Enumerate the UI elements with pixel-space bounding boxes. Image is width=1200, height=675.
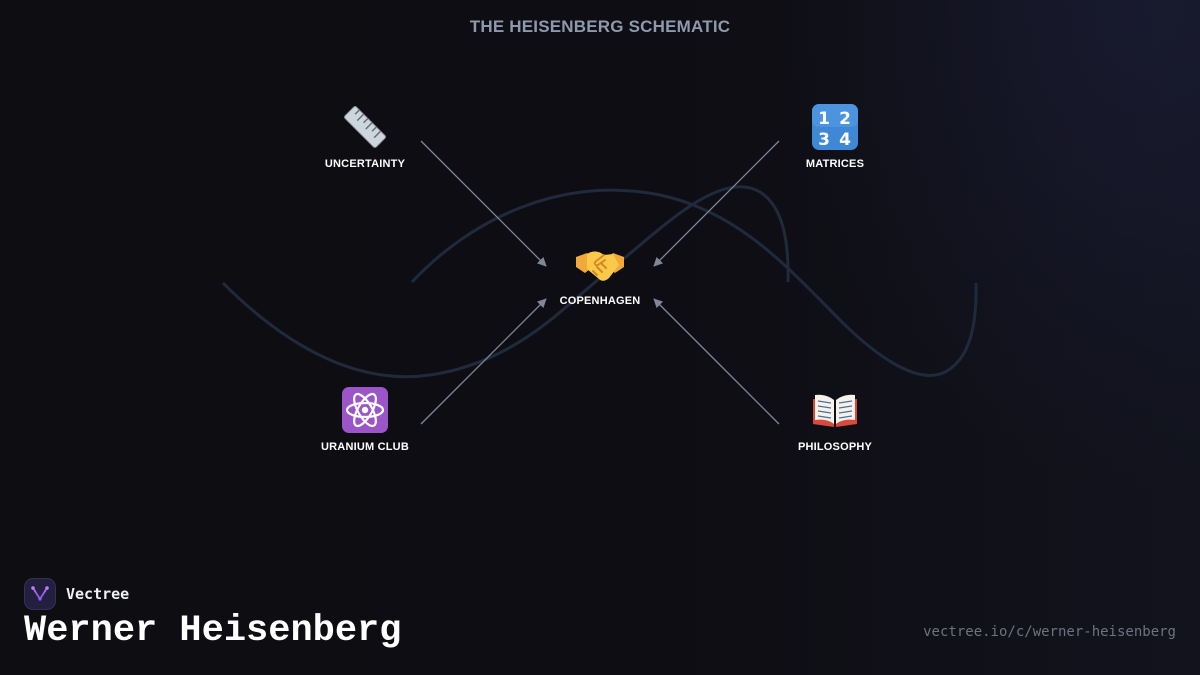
page-url[interactable]: vectree.io/c/werner-heisenberg bbox=[923, 624, 1176, 640]
brand[interactable]: Vectree bbox=[24, 577, 129, 611]
node-label: URANIUM CLUB bbox=[321, 441, 409, 453]
background-wave bbox=[221, 185, 790, 379]
node-matrices[interactable]: 1 2 3 4 MATRICES bbox=[745, 102, 925, 170]
node-label: COPENHAGEN bbox=[559, 295, 641, 307]
node-label: UNCERTAINTY bbox=[324, 158, 406, 170]
node-copenhagen[interactable]: COPENHAGEN bbox=[510, 245, 690, 307]
page-title: Werner Heisenberg bbox=[24, 610, 402, 652]
node-label: PHILOSOPHY bbox=[797, 441, 873, 453]
svg-text:2: 2 bbox=[839, 109, 851, 129]
background-wave bbox=[410, 188, 978, 377]
svg-text:3: 3 bbox=[818, 130, 830, 150]
handshake-icon bbox=[576, 251, 624, 281]
ruler-icon bbox=[344, 106, 386, 148]
diagram-title: THE HEISENBERG SCHEMATIC bbox=[469, 17, 731, 36]
node-philosophy[interactable]: PHILOSOPHY bbox=[745, 385, 925, 453]
vectree-logo-icon bbox=[24, 578, 56, 610]
edge-uncertainty-to-copenhagen bbox=[420, 140, 547, 267]
numbers-1234-icon: 1 2 3 4 bbox=[812, 104, 858, 150]
node-label: MATRICES bbox=[805, 158, 865, 170]
node-uranium-club[interactable]: URANIUM CLUB bbox=[275, 385, 455, 453]
node-uncertainty[interactable]: UNCERTAINTY bbox=[275, 102, 455, 170]
brand-name: Vectree bbox=[66, 585, 130, 603]
open-book-icon bbox=[813, 394, 857, 427]
svg-text:4: 4 bbox=[839, 130, 851, 150]
edge-matrices-to-copenhagen bbox=[653, 140, 780, 267]
svg-text:1: 1 bbox=[818, 109, 830, 129]
edge-philosophy-to-copenhagen bbox=[653, 298, 780, 425]
edge-uranium-club-to-copenhagen bbox=[420, 298, 547, 425]
atom-icon bbox=[342, 387, 388, 433]
